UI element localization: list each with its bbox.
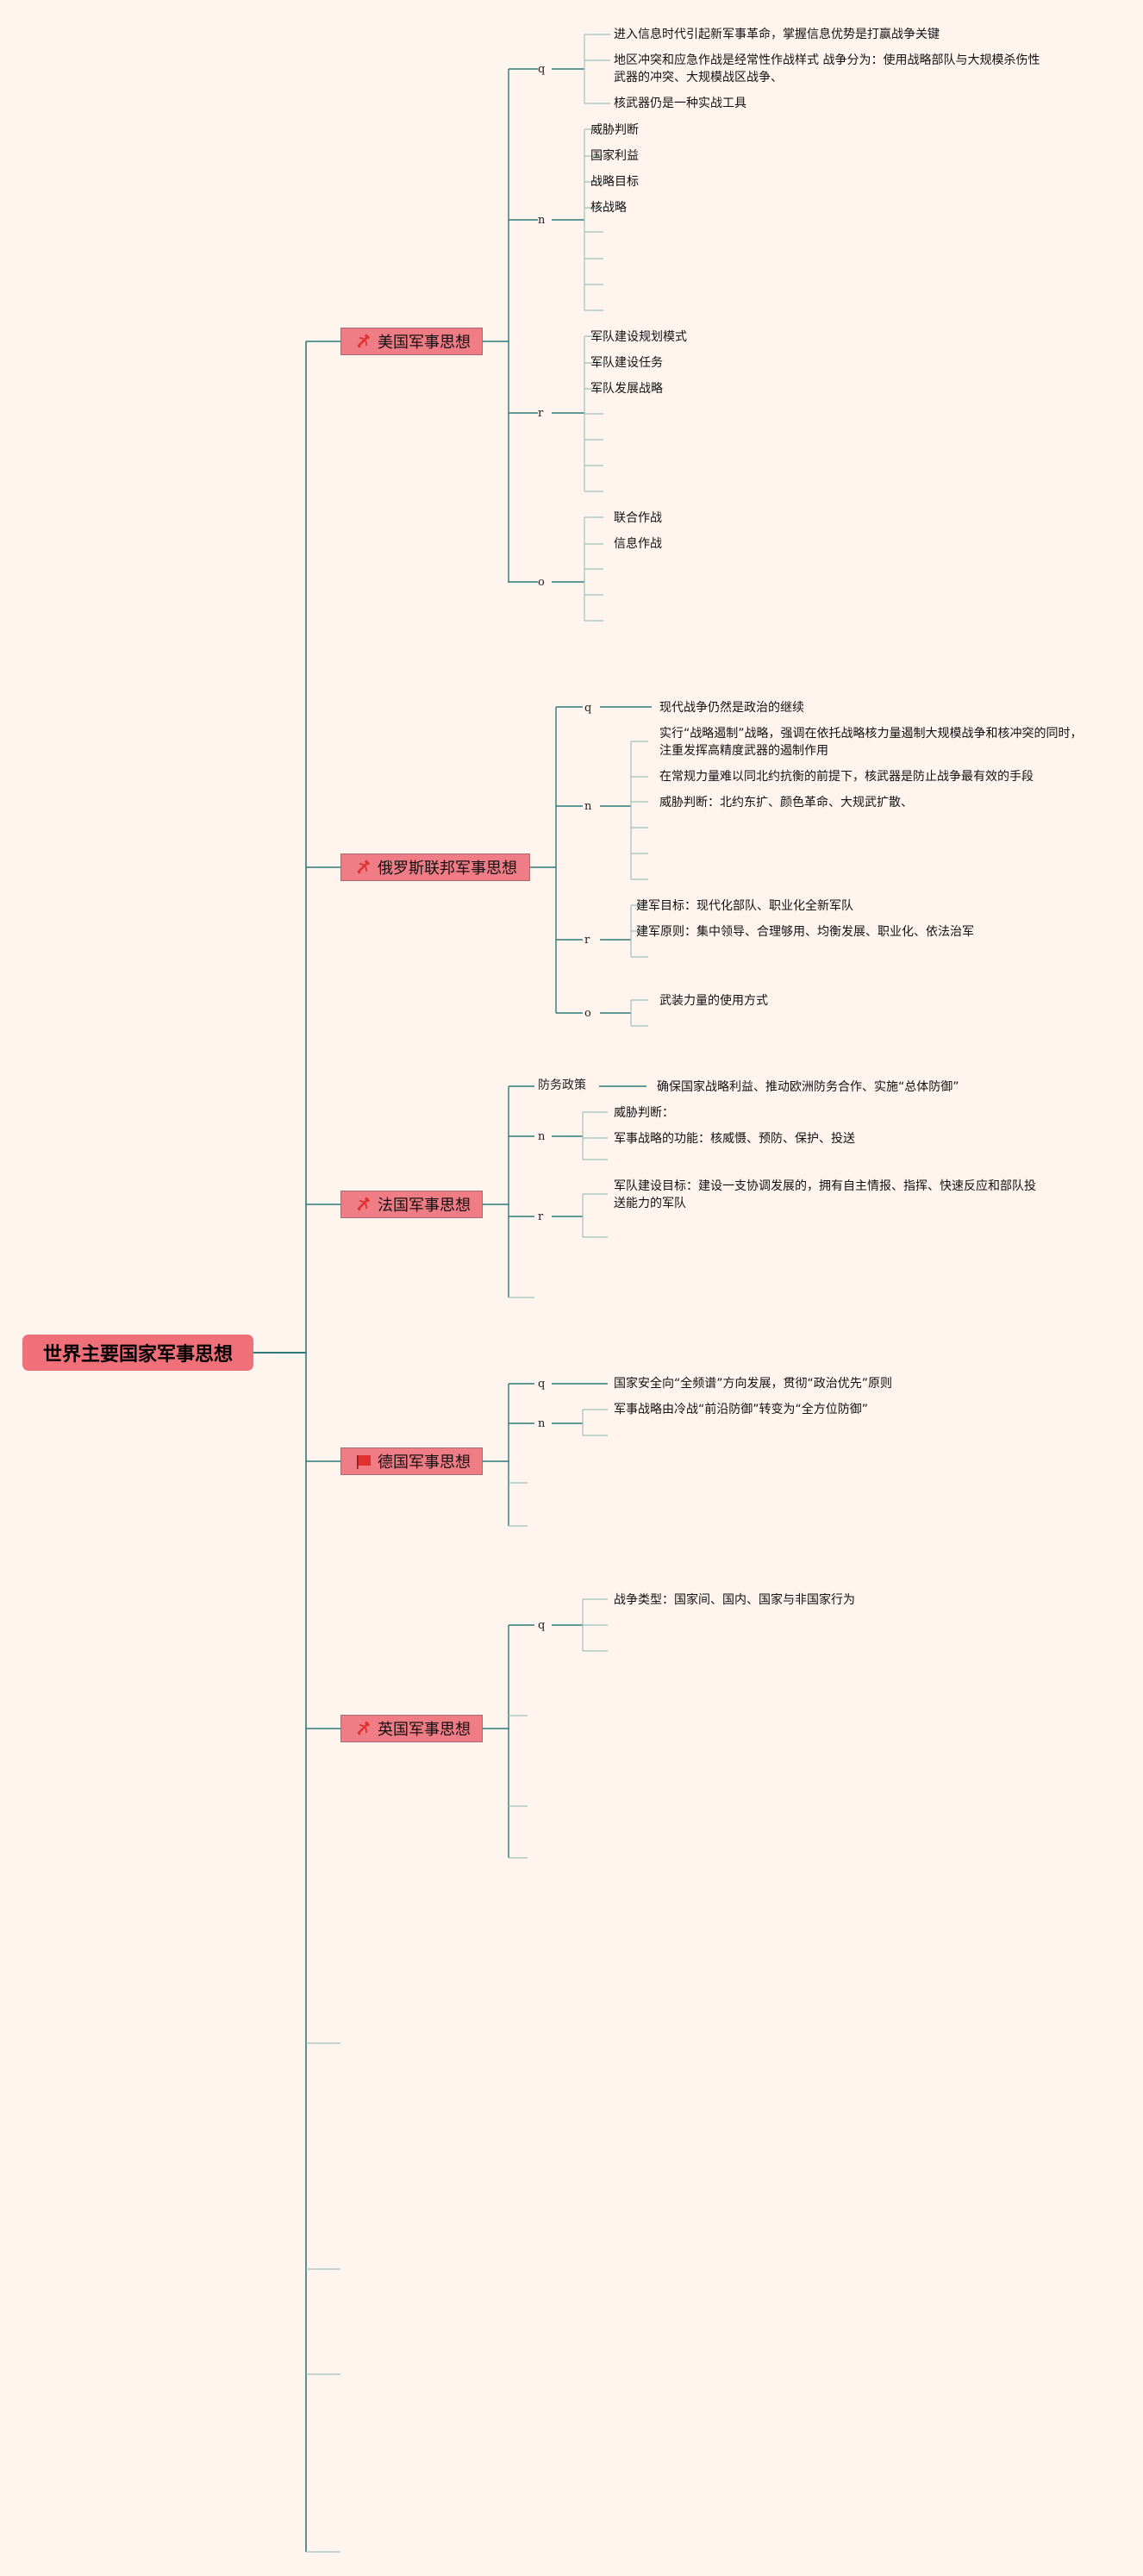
leaf-item[interactable]: 地区冲突和应急作战是经常性作战样式 战争分为：使用战略部队与大规模杀伤性 <box>614 53 1040 67</box>
leaf-item[interactable]: 威胁判断： <box>614 1106 674 1120</box>
root-node[interactable]: 世界主要国家军事思想 <box>22 1335 253 1371</box>
leaf-item[interactable]: 建军原则：集中领导、合理够用、均衡发展、职业化、依法治军 <box>636 925 974 939</box>
leaf-item[interactable]: 送能力的军队 <box>614 1197 686 1210</box>
branch-label: 美国军事思想 <box>378 334 471 352</box>
group-key[interactable]: q <box>538 63 546 76</box>
hammer-sickle-icon <box>355 1196 372 1213</box>
group-key[interactable]: r <box>538 1210 544 1223</box>
group-key[interactable]: n <box>584 800 592 813</box>
leaf-item[interactable]: 武装力量的使用方式 <box>659 994 768 1008</box>
group-key[interactable]: r <box>538 407 544 420</box>
leaf-item[interactable]: 联合作战 <box>614 511 662 525</box>
leaf-item[interactable]: 战略目标 <box>590 175 639 189</box>
leaf-item[interactable]: 军事战略的功能：核威慑、预防、保护、投送 <box>614 1132 855 1146</box>
leaf-item[interactable]: 国家安全向“全频谱”方向发展，贯彻“政治优先”原则 <box>614 1377 893 1391</box>
leaf-item[interactable]: 在常规力量难以同北约抗衡的前提下，核武器是防止战争最有效的手段 <box>659 770 1034 784</box>
branch-france[interactable]: 法国军事思想 <box>340 1191 483 1218</box>
leaf-item[interactable]: 建军目标：现代化部队、职业化全新军队 <box>636 899 853 913</box>
leaf-item[interactable]: 核武器仍是一种实战工具 <box>614 97 746 110</box>
branch-usa[interactable]: 美国军事思想 <box>340 328 483 355</box>
group-key[interactable]: o <box>538 576 545 589</box>
hammer-sickle-icon <box>355 1720 372 1737</box>
leaf-item[interactable]: 威胁判断 <box>590 123 639 137</box>
branch-label: 法国军事思想 <box>378 1197 471 1215</box>
group-key[interactable]: r <box>584 934 590 947</box>
leaf-item[interactable]: 注重发挥高精度武器的遏制作用 <box>659 744 828 758</box>
leaf-item[interactable]: 确保国家战略利益、推动欧洲防务合作、实施“总体防御” <box>657 1080 959 1094</box>
leaf-item[interactable]: 威胁判断：北约东扩、颜色革命、大规武扩散、 <box>659 796 913 810</box>
group-key[interactable]: o <box>584 1007 591 1020</box>
leaf-item[interactable]: 军队发展战略 <box>590 382 663 396</box>
branch-germany[interactable]: 德国军事思想 <box>340 1447 483 1475</box>
branch-label: 英国军事思想 <box>378 1721 471 1739</box>
hammer-sickle-icon <box>355 859 372 876</box>
branch-label: 俄罗斯联邦军事思想 <box>378 860 517 878</box>
leaf-item[interactable]: 信息作战 <box>614 537 662 551</box>
leaf-item[interactable]: 国家利益 <box>590 149 639 163</box>
leaf-item[interactable]: 核战略 <box>590 201 627 215</box>
leaf-item[interactable]: 进入信息时代引起新军事革命，掌握信息优势是打赢战争关键 <box>614 28 940 41</box>
leaf-item[interactable]: 实行“战略遏制”战略，强调在依托战略核力量遏制大规模战争和核冲突的同时， <box>659 727 1083 741</box>
branch-uk[interactable]: 英国军事思想 <box>340 1715 483 1742</box>
group-key[interactable]: q <box>584 702 592 715</box>
leaf-item[interactable]: 武器的冲突、大规模战区战争、 <box>614 71 783 84</box>
group-key[interactable]: n <box>538 1417 546 1430</box>
leaf-item[interactable]: 军事战略由冷战“前沿防御”转变为“全方位防御” <box>614 1403 869 1416</box>
group-key[interactable]: n <box>538 214 546 227</box>
leaf-item[interactable]: 军队建设目标：建设一支协调发展的，拥有自主情报、指挥、快速反应和部队投 <box>614 1179 1036 1193</box>
branch-russia[interactable]: 俄罗斯联邦军事思想 <box>340 853 530 881</box>
group-key[interactable]: n <box>538 1130 546 1143</box>
leaf-item[interactable]: 战争类型：国家间、国内、国家与非国家行为 <box>614 1593 855 1607</box>
leaf-item[interactable]: 现代战争仍然是政治的继续 <box>659 701 804 715</box>
red-flag-icon <box>355 1453 372 1470</box>
leaf-item[interactable]: 军队建设任务 <box>590 356 663 370</box>
group-key[interactable]: q <box>538 1378 546 1391</box>
branch-label: 德国军事思想 <box>378 1454 471 1472</box>
hammer-sickle-icon <box>355 333 372 350</box>
leaf-item[interactable]: 军队建设规划模式 <box>590 330 687 344</box>
group-key[interactable]: q <box>538 1619 546 1632</box>
group-key[interactable]: 防务政策 <box>538 1079 586 1092</box>
